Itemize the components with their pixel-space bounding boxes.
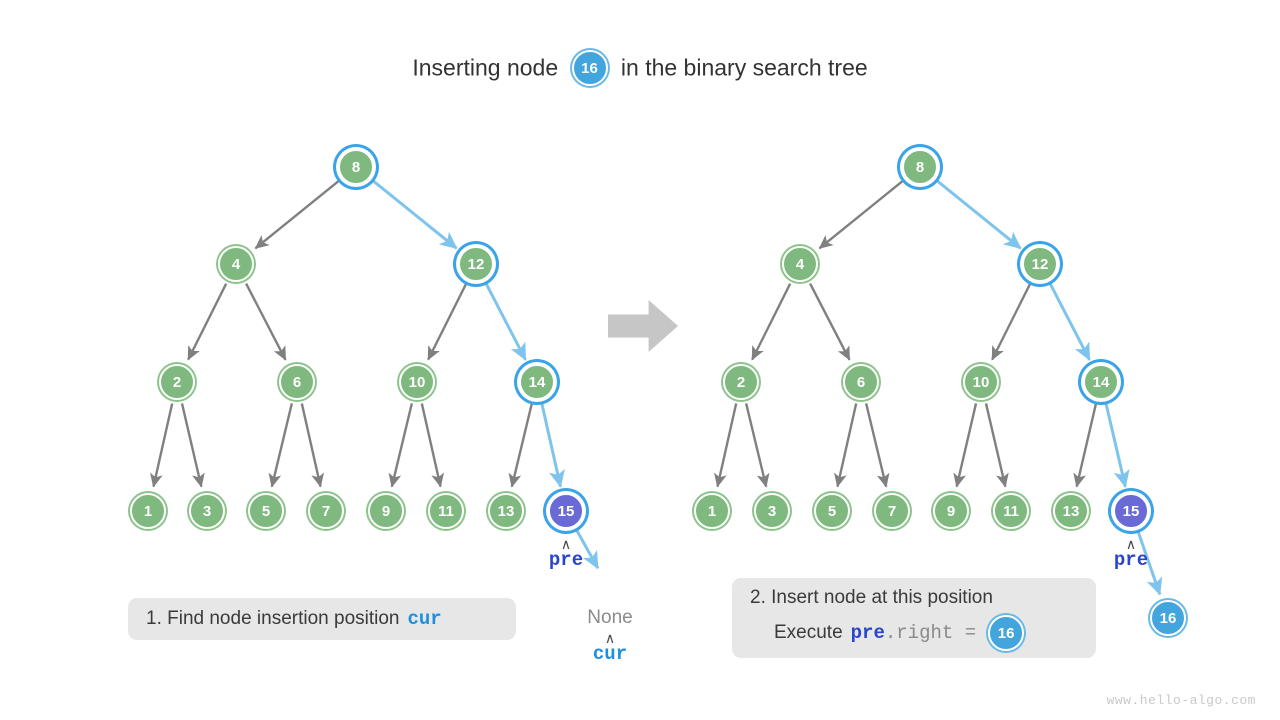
edge-2-to-3 bbox=[180, 403, 205, 488]
tree-node-9-l: 9 bbox=[368, 493, 404, 529]
caption-2-keyword-pre: pre bbox=[850, 622, 885, 644]
tree-node-2-l: 2 bbox=[159, 364, 195, 400]
edge-14-to-15 bbox=[1104, 403, 1130, 488]
pointer-name: pre bbox=[548, 549, 584, 571]
tree-node-3-r: 3 bbox=[754, 493, 790, 529]
edge-6-to-5 bbox=[834, 403, 858, 488]
tree-node-4-l: 4 bbox=[218, 246, 254, 282]
tree-node-1-r: 1 bbox=[694, 493, 730, 529]
edge-8-to-4 bbox=[254, 179, 340, 250]
title-suffix: in the binary search tree bbox=[620, 54, 868, 81]
caption-step-2: 2. Insert node at this position Execute … bbox=[732, 578, 1096, 658]
edge-10-to-11 bbox=[984, 403, 1009, 488]
watermark: www.hello-algo.com bbox=[1106, 693, 1256, 708]
tree-node-9-r: 9 bbox=[933, 493, 969, 529]
right-arrow-icon bbox=[608, 300, 678, 352]
tree-node-6-r: 6 bbox=[843, 364, 879, 400]
tree-node-12-r: 12 bbox=[1022, 246, 1058, 282]
tree-node-15-r: 15 bbox=[1113, 493, 1149, 529]
caret-icon: ∧ bbox=[604, 630, 616, 646]
pointer-name: cur bbox=[592, 643, 628, 665]
caret-icon: ∧ bbox=[560, 536, 572, 552]
edge-12-to-14 bbox=[1048, 282, 1091, 361]
tree-node-13-r: 13 bbox=[1053, 493, 1089, 529]
tree-node-13-l: 13 bbox=[488, 493, 524, 529]
edge-8-to-12 bbox=[936, 179, 1022, 250]
tree-node-10-l: 10 bbox=[399, 364, 435, 400]
pointer-label-pre-l: ∧pre bbox=[526, 536, 606, 571]
edge-2-to-1 bbox=[150, 403, 174, 488]
edge-2-to-3 bbox=[744, 403, 770, 488]
tree-node-7-l: 7 bbox=[308, 493, 344, 529]
tree-node-10-r: 10 bbox=[963, 364, 999, 400]
edge-10-to-9 bbox=[388, 403, 414, 488]
edge-10-to-9 bbox=[953, 403, 978, 488]
tree-node-5-r: 5 bbox=[814, 493, 850, 529]
pointer-label-pre-r: ∧pre bbox=[1091, 536, 1171, 571]
tree-node-8-r: 8 bbox=[902, 149, 938, 185]
tree-node-12-l: 12 bbox=[458, 246, 494, 282]
edge-8-to-4 bbox=[818, 179, 904, 250]
edge-14-to-13 bbox=[1073, 403, 1098, 488]
none-label: None bbox=[587, 607, 633, 628]
tree-node-16-r: 16 bbox=[1150, 600, 1186, 636]
edge-12-to-10 bbox=[427, 283, 468, 361]
tree-node-11-l: 11 bbox=[428, 493, 464, 529]
title-node-16: 16 bbox=[571, 50, 608, 86]
tree-node-7-r: 7 bbox=[874, 493, 910, 529]
edge-12-to-10 bbox=[991, 283, 1032, 361]
edge-10-to-11 bbox=[420, 403, 444, 488]
edge-2-to-1 bbox=[714, 403, 738, 488]
tree-node-11-r: 11 bbox=[993, 493, 1029, 529]
edge-12-to-14 bbox=[484, 282, 527, 361]
tree-node-6-l: 6 bbox=[279, 364, 315, 400]
caption-2-execute: Execute bbox=[774, 622, 843, 643]
caption-2-code: .right = bbox=[884, 622, 977, 644]
title-prefix: Inserting node bbox=[412, 54, 559, 81]
tree-node-4-r: 4 bbox=[782, 246, 818, 282]
tree-node-3-l: 3 bbox=[189, 493, 225, 529]
tree-node-2-r: 2 bbox=[723, 364, 759, 400]
tree-node-14-r: 14 bbox=[1083, 364, 1119, 400]
edge-4-to-6 bbox=[809, 282, 851, 361]
caption-2-node-16: 16 bbox=[988, 615, 1025, 651]
pointer-name: pre bbox=[1113, 549, 1149, 571]
edge-6-to-7 bbox=[300, 403, 324, 488]
tree-node-5-l: 5 bbox=[248, 493, 284, 529]
caption-step-1: 1. Find node insertion position cur bbox=[128, 598, 516, 640]
edge-6-to-5 bbox=[268, 403, 294, 488]
page-title: Inserting node 16 in the binary search t… bbox=[0, 50, 1280, 86]
edge-4-to-2 bbox=[751, 283, 792, 361]
tree-node-1-l: 1 bbox=[130, 493, 166, 529]
edge-14-to-13 bbox=[508, 403, 534, 488]
tree-node-14-l: 14 bbox=[519, 364, 555, 400]
edge-6-to-7 bbox=[864, 403, 890, 488]
caret-icon: ∧ bbox=[1125, 536, 1137, 552]
edge-4-to-6 bbox=[245, 282, 287, 361]
tree-node-8-l: 8 bbox=[338, 149, 374, 185]
edge-14-to-15 bbox=[540, 403, 565, 488]
edge-8-to-12 bbox=[372, 179, 458, 250]
caption-2-line1: 2. Insert node at this position bbox=[750, 587, 993, 608]
tree-node-15-l: 15 bbox=[548, 493, 584, 529]
caption-1-text: 1. Find node insertion position bbox=[146, 608, 400, 629]
edge-4-to-2 bbox=[187, 283, 228, 361]
caption-1-keyword-cur: cur bbox=[407, 608, 442, 630]
pointer-label-cur-l: ∧cur bbox=[570, 630, 650, 665]
